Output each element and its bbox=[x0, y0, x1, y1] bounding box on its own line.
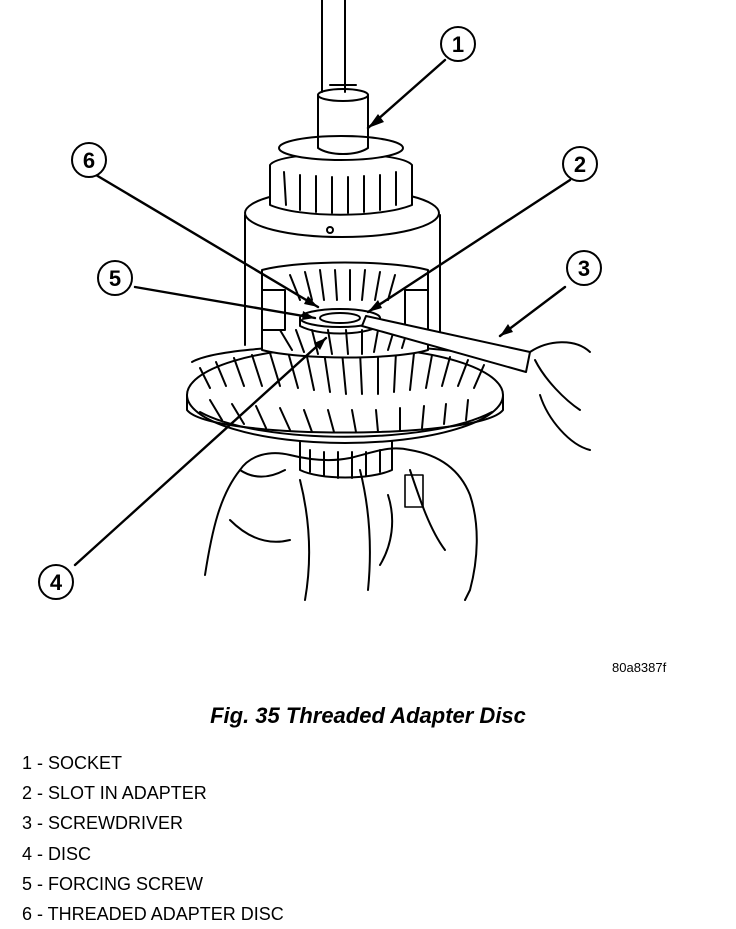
legend-item: 1 - SOCKET bbox=[22, 753, 123, 773]
ring-gear bbox=[186, 344, 504, 444]
figure-id-label: 80a8387f bbox=[612, 660, 667, 675]
svg-text:1: 1 bbox=[452, 32, 464, 57]
screwdriver bbox=[361, 315, 591, 451]
socket bbox=[317, 0, 369, 155]
svg-text:3: 3 bbox=[578, 256, 590, 281]
adapter-disc-assembly bbox=[299, 308, 381, 335]
figure-caption: Fig. 35 Threaded Adapter Disc bbox=[210, 703, 526, 728]
svg-text:6: 6 bbox=[83, 148, 95, 173]
callout-4-disc: 4 bbox=[38, 564, 74, 600]
svg-text:2: 2 bbox=[574, 152, 586, 177]
upper-bearing bbox=[269, 135, 413, 216]
leader-arrowheads bbox=[302, 114, 513, 350]
legend-item: 5 - FORCING SCREW bbox=[22, 873, 204, 894]
legend-item: 6 - THREADED ADAPTER DISC bbox=[22, 904, 284, 925]
lower-bearing bbox=[299, 439, 393, 479]
legend-item: 2 - SLOT IN ADAPTER bbox=[22, 783, 207, 804]
shop-rag bbox=[204, 447, 478, 601]
callout-2-slot-in-adapter: 2 bbox=[562, 146, 598, 182]
callout-1-socket: 1 bbox=[440, 26, 476, 62]
leader-lines bbox=[73, 58, 572, 567]
callout-3-screwdriver: 3 bbox=[566, 250, 602, 286]
callout-legend: 1 - SOCKET 2 - SLOT IN ADAPTER 3 - SCREW… bbox=[22, 748, 284, 929]
callout-6-threaded-adapter-disc: 6 bbox=[71, 142, 107, 178]
svg-text:5: 5 bbox=[109, 266, 121, 291]
svg-text:4: 4 bbox=[50, 570, 63, 595]
differential-illustration: 1 2 3 4 5 6 bbox=[38, 0, 602, 601]
callout-5-forcing-screw: 5 bbox=[97, 260, 133, 296]
legend-item: 3 - SCREWDRIVER bbox=[22, 813, 184, 834]
legend-item: 4 - DISC bbox=[22, 843, 92, 864]
